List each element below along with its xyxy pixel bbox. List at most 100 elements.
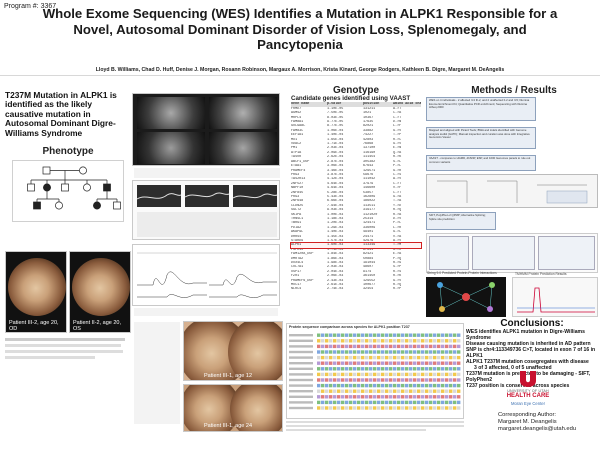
residue-cell — [417, 333, 421, 337]
utah-u-icon — [520, 371, 536, 387]
residue-cell — [333, 406, 337, 410]
residue-cell — [417, 395, 421, 399]
residue-cell — [397, 378, 401, 382]
residue-cell — [457, 400, 461, 405]
residue-cell — [401, 378, 405, 382]
residue-cell — [389, 389, 393, 393]
species-label-bar — [289, 390, 313, 393]
table-cell: 319177 — [363, 208, 376, 213]
method-step-4: SIFT, PolyPhen-2 QPMP; Alternative Splic… — [426, 212, 496, 230]
residue-cell — [333, 383, 337, 388]
residue-cell — [337, 355, 341, 360]
residue-cell — [345, 355, 349, 360]
column-header: Gene name — [291, 102, 310, 107]
table-cell: A->T — [393, 106, 402, 111]
table-cell: 24471 — [363, 234, 374, 239]
residue-cell — [321, 361, 325, 365]
residue-cell — [337, 400, 341, 405]
table-cell: 7.94E-04 — [327, 203, 344, 208]
table-cell: T->P — [393, 133, 402, 138]
retina-image — [137, 132, 205, 164]
residue-cell — [317, 372, 321, 377]
author-list: Lloyd B. Williams, Chad D. Huff, Denise … — [95, 67, 505, 73]
residue-cell — [349, 355, 353, 360]
residue-cell — [405, 367, 409, 371]
residue-cell — [325, 383, 329, 388]
phenotype-caption-block — [5, 338, 131, 428]
residue-cell — [345, 339, 349, 343]
residue-cell — [345, 350, 349, 354]
residue-cell — [345, 395, 349, 399]
residue-cell — [357, 344, 361, 349]
residue-cell — [337, 378, 341, 382]
residue-cell — [373, 344, 377, 349]
residue-cell — [401, 344, 405, 349]
table-cell: PDIA2 — [291, 225, 302, 230]
residue-cell — [441, 389, 445, 393]
table-cell: 1.84E-03 — [327, 252, 344, 257]
contact-email[interactable]: margaret.deangelis@utah.edu — [498, 426, 577, 432]
residue-cell — [425, 355, 429, 360]
residue-cell — [425, 372, 429, 377]
table-cell: G->V — [393, 142, 402, 147]
table-cell: ZNF845 — [291, 190, 304, 195]
residue-cell — [429, 350, 433, 354]
residue-cell — [421, 383, 425, 388]
residue-cell — [373, 367, 377, 371]
residue-cell — [425, 389, 429, 393]
residue-cell — [413, 395, 417, 399]
table-cell: 7.50E-05 — [327, 111, 344, 116]
residue-cell — [325, 350, 329, 354]
residue-cell — [457, 389, 461, 393]
residue-cell — [421, 367, 425, 371]
residue-cell — [377, 406, 381, 410]
residue-cell — [425, 378, 429, 382]
institution-logo: UNIVERSITY OF UTAH HEALTH CARE Moran Eye… — [493, 370, 563, 408]
residue-cell — [341, 355, 345, 360]
residue-cell — [409, 361, 413, 365]
residue-cell — [425, 395, 429, 399]
table-cell: PRAMEF6_DUP — [291, 278, 314, 283]
table-cell: 50884 — [363, 256, 374, 261]
table-cell: 129552 — [363, 278, 376, 283]
table-cell: 76868 — [363, 142, 374, 147]
table-cell: 1.18E-03 — [327, 216, 344, 221]
residue-cell — [433, 361, 437, 365]
residue-cell — [437, 395, 441, 399]
tm-caption: TMHMM Protein Prediction Results — [515, 272, 567, 276]
residue-cell — [413, 383, 417, 388]
residue-cell — [445, 372, 449, 377]
residue-cell — [337, 372, 341, 377]
residue-cell — [417, 406, 421, 410]
residue-cell — [329, 333, 333, 337]
table-cell: ABCF1_DUP — [291, 159, 310, 164]
residue-cell — [449, 383, 453, 388]
residue-cell — [369, 344, 373, 349]
residue-cell — [321, 389, 325, 393]
residue-cell — [333, 339, 337, 343]
imaging-caption — [134, 168, 280, 178]
residue-cell — [433, 333, 437, 337]
species-label-bar — [289, 356, 313, 359]
residue-cell — [381, 378, 385, 382]
species-label-bar — [289, 406, 313, 410]
residue-cell — [417, 372, 421, 377]
residue-cell — [381, 372, 385, 377]
contact-name: Margaret M. Deangelis — [498, 419, 557, 425]
table-cell: 1021 — [363, 111, 372, 116]
residue-cell — [401, 389, 405, 393]
residue-cell — [393, 378, 397, 382]
residue-cell — [361, 344, 365, 349]
residue-cell — [441, 378, 445, 382]
table-cell: C->T — [393, 115, 402, 120]
residue-cell — [413, 367, 417, 371]
residue-cell — [353, 400, 357, 405]
retina-image — [230, 385, 282, 431]
residue-cell — [361, 333, 365, 337]
